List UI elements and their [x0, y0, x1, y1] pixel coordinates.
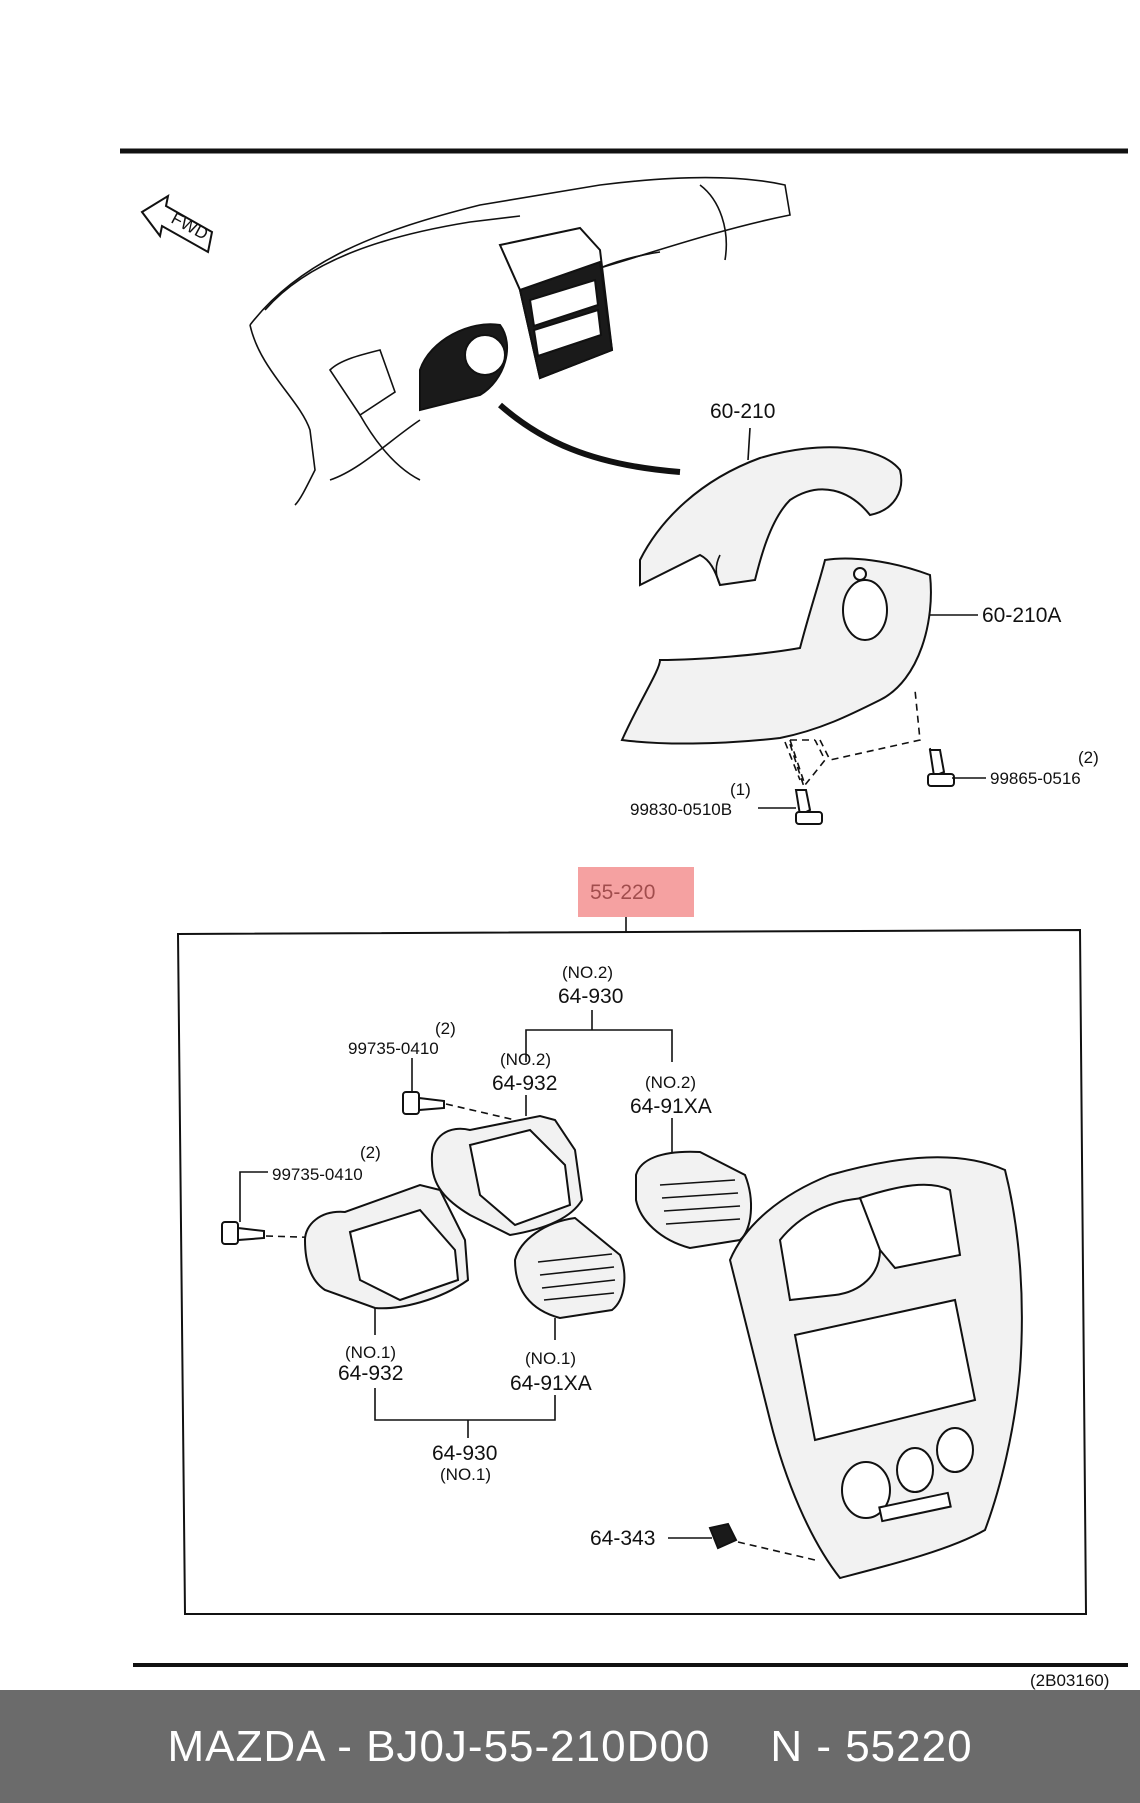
label-screw-a: 99735-0410	[348, 1039, 439, 1058]
grille-no1	[513, 1216, 626, 1320]
label-bottom-assy-no: (NO.1)	[440, 1465, 491, 1484]
label-screw-right-qty: (2)	[1078, 748, 1099, 767]
grille-no2	[635, 1150, 752, 1250]
dashed-guide-left	[789, 743, 806, 791]
screw-b-icon	[221, 1221, 265, 1245]
label-grille2-no: (NO.2)	[645, 1073, 696, 1092]
footer-part-number: MAZDA - BJ0J-55-210D00	[167, 1721, 711, 1771]
dashed-guide-right	[789, 739, 826, 787]
label-screw-left: 99830-0510B	[630, 800, 732, 819]
parts-diagram: FWD 60-210 60-210A	[120, 148, 1128, 1690]
bracket-top	[525, 1029, 673, 1062]
label-duct2: 64-932	[492, 1072, 557, 1095]
leader-60-210	[747, 427, 751, 461]
label-screw-b: 99735-0410	[272, 1165, 363, 1184]
label-duct1-no: (NO.1)	[345, 1343, 396, 1362]
label-duct1: 64-932	[338, 1362, 403, 1385]
screw-left-icon	[794, 789, 823, 825]
footer-bar: MAZDA - BJ0J-55-210D00 N - 55220	[0, 1690, 1140, 1803]
duct-no1	[303, 1183, 470, 1310]
label-screw-b-qty: (2)	[360, 1143, 381, 1162]
doc-code: (2B03160)	[1030, 1671, 1109, 1690]
label-duct2-no: (NO.2)	[500, 1050, 551, 1069]
dashboard-illustration	[249, 176, 791, 506]
highlight-55-220	[578, 867, 694, 917]
label-screw-left-qty: (1)	[730, 780, 751, 799]
label-top-assy: 64-930	[558, 985, 623, 1008]
label-top-assy-no: (NO.2)	[562, 963, 613, 982]
clip-icon	[708, 1522, 738, 1550]
label-screw-a-qty: (2)	[435, 1019, 456, 1038]
label-60-210A: 60-210A	[982, 604, 1061, 627]
label-grille1: 64-91XA	[510, 1372, 592, 1395]
assembly-frame	[176, 928, 1088, 1615]
label-grille1-no: (NO.1)	[525, 1349, 576, 1368]
screw-right-icon	[927, 749, 955, 787]
label-60-210: 60-210	[710, 400, 775, 423]
footer-ref-number: N - 55220	[770, 1721, 973, 1771]
label-clip: 64-343	[590, 1527, 655, 1550]
screw-a-icon	[402, 1091, 445, 1115]
fwd-arrow-icon: FWD	[140, 193, 214, 254]
center-panel	[728, 1156, 1023, 1580]
bracket-bottom	[374, 1388, 556, 1421]
label-bottom-assy: 64-930	[432, 1442, 497, 1465]
column-cover-upper	[639, 446, 903, 587]
label-screw-right: 99865-0516	[990, 769, 1081, 788]
duct-no2	[430, 1114, 584, 1237]
label-grille2: 64-91XA	[630, 1095, 712, 1118]
column-cover-lower	[620, 557, 932, 745]
